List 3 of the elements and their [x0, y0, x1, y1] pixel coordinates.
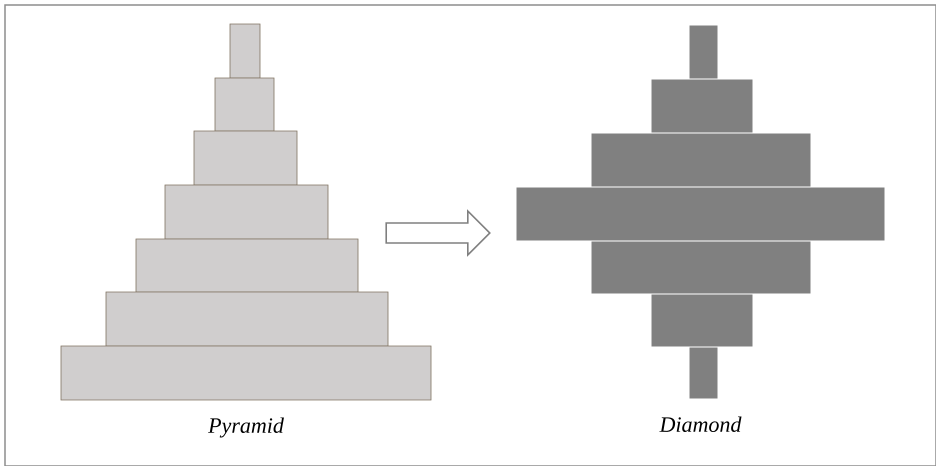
node-label: Diamond	[659, 416, 742, 432]
block-arrow	[385, 209, 491, 257]
node-label: Pyramid	[208, 418, 284, 438]
